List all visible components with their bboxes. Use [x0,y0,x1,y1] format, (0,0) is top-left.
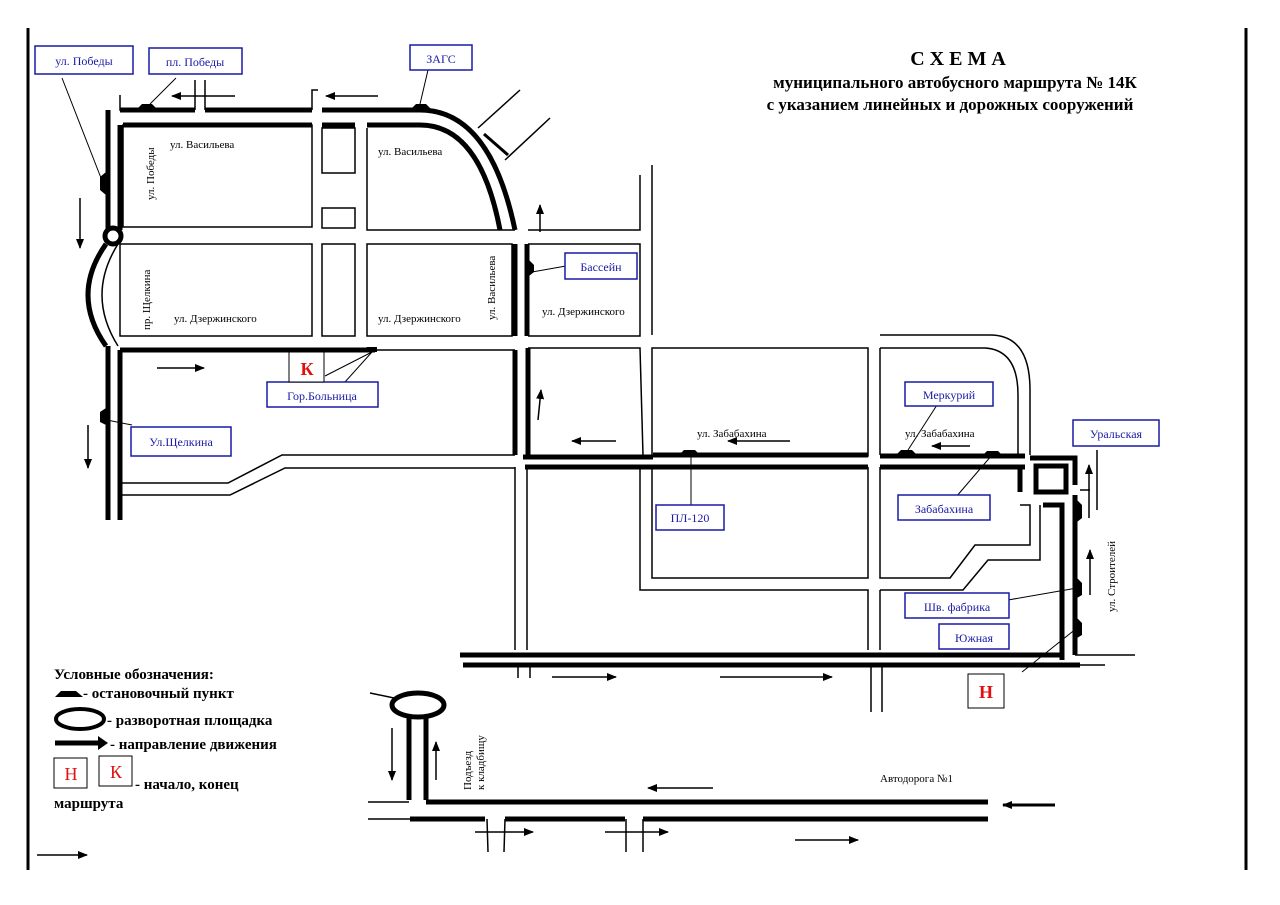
stop-pad-pl-pobedy [136,104,158,110]
stop-pad-gor-bolnitsa [360,347,377,352]
stop-label-shv-fabrika[interactable]: Шв. фабрика [904,592,1010,619]
stop-label-ul-pobedy[interactable]: ул. Победы [34,45,134,75]
street-podezd-line2: к кладбищу [475,735,487,790]
legend-start-end-label2: маршрута [54,796,124,812]
stop-pad-ul-pobedy [100,172,106,195]
svg-text:ул. Победы: ул. Победы [55,54,112,68]
svg-text:Н: Н [979,682,993,702]
svg-text:Гор.Больница: Гор.Больница [287,389,357,403]
title-line2: муниципального автобусного маршрута № 14… [773,73,1137,92]
stop-label-merkuriy[interactable]: Меркурий [904,381,994,407]
legend-stop-label: - остановочный пункт [83,686,234,702]
svg-text:Н: Н [65,764,78,784]
street-shchelkina-vertical: пр. Щелкина [141,270,153,330]
svg-text:Меркурий: Меркурий [923,388,976,402]
street-zababakhina-2: ул. Забабахина [905,428,975,440]
legend: Условные обозначения: - остановочный пун… [53,667,277,812]
street-dzerzhinskogo-2: ул. Дзержинского [378,313,461,325]
roads [85,80,1135,853]
end-marker: К [288,351,325,383]
svg-text:Бассейн: Бассейн [580,260,622,274]
street-avtodoroga: Автодорога №1 [880,773,953,785]
stop-pad-ul-shchelkina [100,408,106,425]
svg-text:Южная: Южная [955,631,994,645]
legend-title: Условные обозначения: [54,667,214,683]
stop-label-ul-shchelkina[interactable]: Ул.Щелкина [130,426,232,457]
legend-start-end-label: - начало, конец [135,777,239,793]
street-zababakhina-1: ул. Забабахина [697,428,767,440]
start-marker: Н [967,673,1005,709]
stop-leaders [61,69,1078,673]
stop-label-pl-120[interactable]: ПЛ-120 [655,504,725,531]
svg-text:Уральская: Уральская [1090,427,1143,441]
stop-label-zababakhina[interactable]: Забабахина [897,494,991,521]
legend-start-box [53,757,88,789]
svg-text:К: К [110,762,123,782]
svg-text:К: К [300,359,313,379]
street-dzerzhinskogo-1: ул. Дзержинского [174,313,257,325]
stop-pad-zababakhina [982,451,1003,456]
street-stroiteley-vertical: ул. Строителей [1106,541,1118,612]
stop-pad-shv-fabrika [1077,578,1082,598]
legend-stop-icon [55,691,83,697]
street-vasileva-1: ул. Васильева [170,139,234,151]
direction-arrows [37,92,1094,859]
stop-pad-pl-120 [679,450,700,455]
legend-direction-label: - направление движения [110,737,277,753]
svg-text:пл. Победы: пл. Победы [166,55,224,69]
stop-label-zags[interactable]: ЗАГС [409,44,473,71]
street-podezd-line1: Подъезд [462,750,474,790]
stop-label-yuzhnaya[interactable]: Южная [938,623,1010,650]
stop-pads [100,104,1082,638]
stop-label-bassein[interactable]: Бассейн [564,252,638,280]
stop-label-gor-bolnitsa[interactable]: Гор.Больница [266,381,379,408]
street-vasileva-2: ул. Васильева [378,146,442,158]
legend-turnaround-label: - разворотная площадка [107,713,273,729]
title-line1: С Х Е М А [910,48,1006,70]
street-pobedy-vertical: ул. Победы [145,147,157,200]
street-labels: ул. Васильева ул. Васильева ул. Дзержинс… [141,139,1118,790]
legend-end-box [98,755,133,787]
svg-text:Ул.Щелкина: Ул.Щелкина [149,435,213,449]
stop-pad-merkuriy [896,450,917,455]
svg-text:Шв. фабрика: Шв. фабрика [924,600,991,614]
legend-turnaround-icon [54,707,106,731]
street-dzerzhinskogo-3: ул. Дзержинского [542,306,625,318]
svg-text:ЗАГС: ЗАГС [426,52,455,66]
svg-text:Забабахина: Забабахина [915,502,974,516]
svg-text:ПЛ-120: ПЛ-120 [671,511,710,525]
stop-label-pl-pobedy[interactable]: пл. Победы [148,47,243,75]
stop-pad-zags [410,104,432,110]
stop-label-uralskaya[interactable]: Уральская [1072,419,1160,447]
stop-pad-yuzhnaya [1077,618,1082,638]
title-line3: с указанием линейных и дорожных сооружен… [767,95,1134,114]
stop-pad-uralskaya [1077,500,1082,522]
stop-pad-bassein [529,260,534,276]
street-vasileva-vertical: ул. Васильева [486,256,498,320]
